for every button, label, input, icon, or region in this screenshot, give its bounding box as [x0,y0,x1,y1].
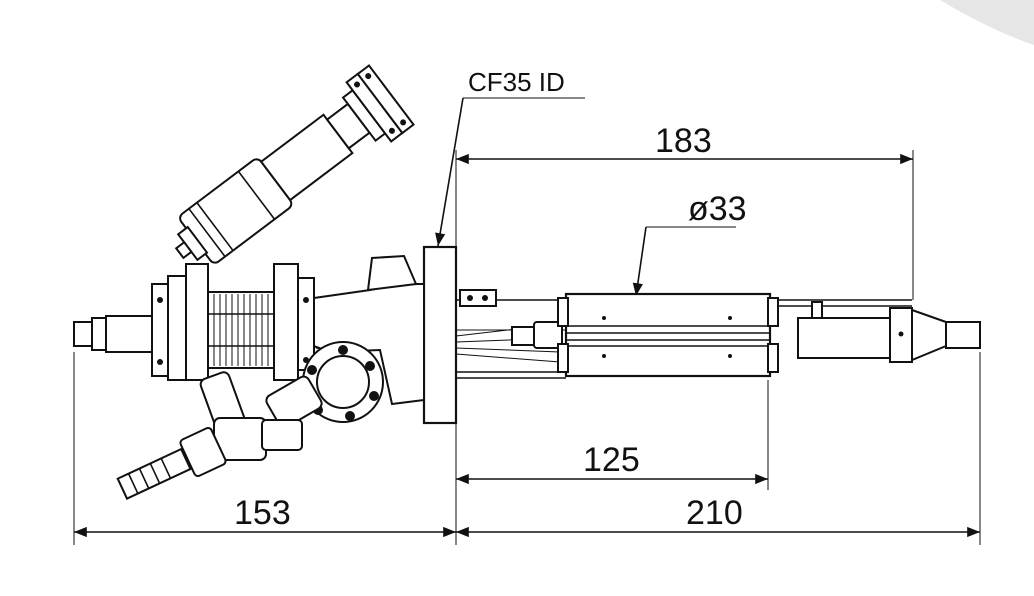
lower-flange [302,341,384,423]
right-end-cap [778,299,981,363]
callout-diameter-33: ø33 [688,190,747,228]
gas-fittings [116,371,323,500]
dimension-lines [73,150,981,545]
left-probe [73,315,157,353]
angle-valve [174,64,415,264]
callout-leaders [435,97,736,297]
callout-cf35-id: CF35 ID [468,67,565,97]
corner-shadow [940,0,1034,45]
dimension-210: 210 [686,494,743,532]
bellows-assembly [151,263,321,381]
dimension-125: 125 [583,441,640,479]
feedthrough-rods [455,289,566,379]
cylinder-body [557,292,779,378]
dimension-183: 183 [655,122,712,160]
dimension-153: 153 [234,494,291,532]
cf35-flange [422,245,458,425]
